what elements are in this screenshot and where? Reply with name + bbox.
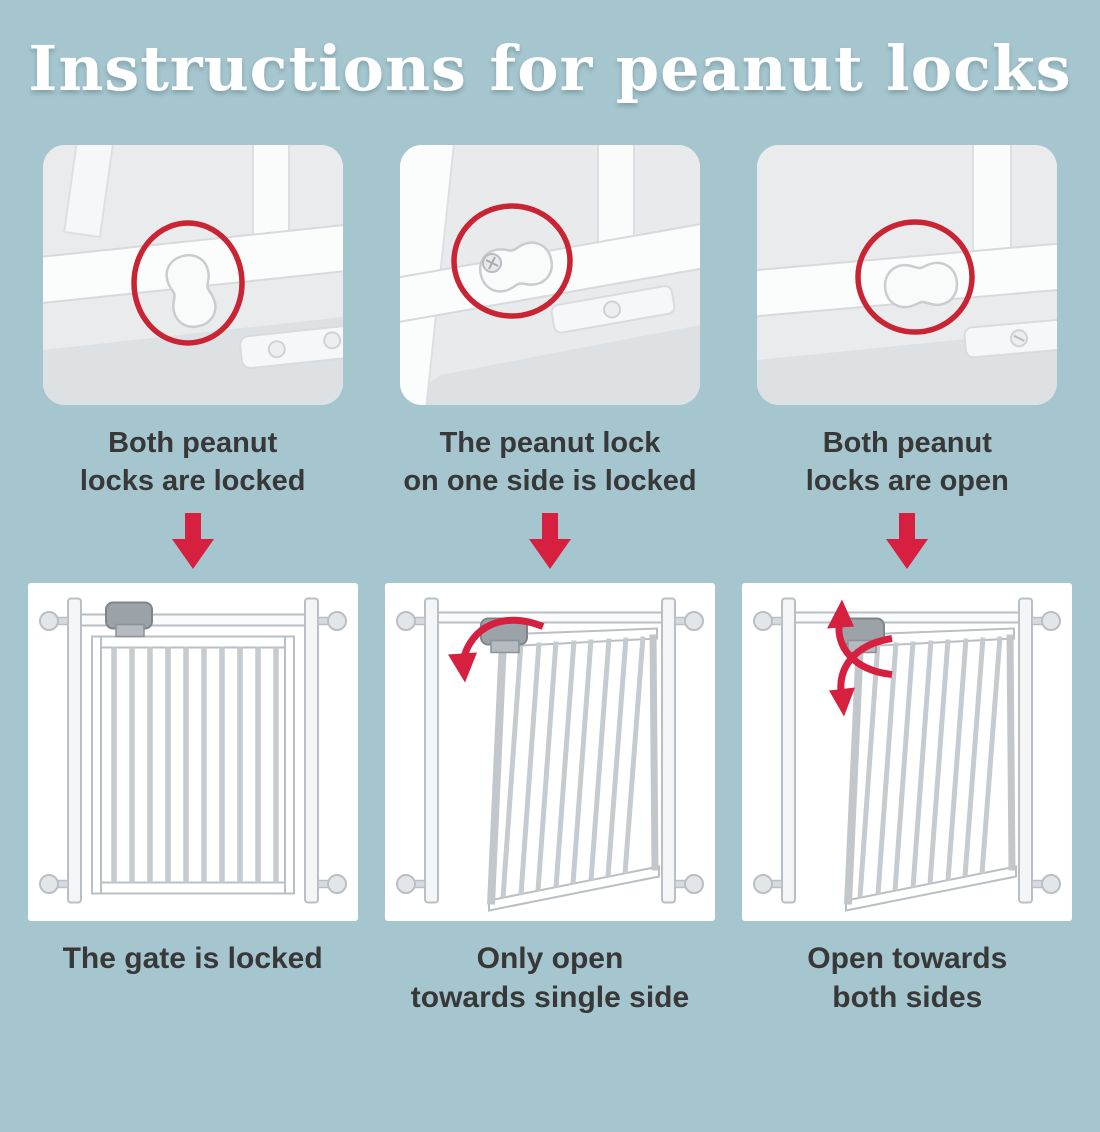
gate-frame bbox=[90, 635, 295, 895]
right-post bbox=[972, 145, 1013, 264]
left-mount-post bbox=[38, 597, 82, 904]
red-circle-annotation-icon bbox=[855, 219, 976, 335]
down-arrow-icon bbox=[884, 513, 930, 571]
caption-line: The peanut lock bbox=[439, 427, 661, 459]
caption-both-open: Both peanut locks are open bbox=[806, 425, 1009, 505]
left-post bbox=[62, 145, 115, 239]
caption-line: on one side is locked bbox=[403, 464, 697, 497]
gate-handle bbox=[104, 601, 153, 638]
caption-line: Both peanut bbox=[822, 427, 992, 459]
page-title: Instructions for peanut locks bbox=[28, 32, 1072, 105]
illustration-gate-locked bbox=[27, 583, 358, 921]
open-gate-panel bbox=[844, 627, 1018, 912]
caption-line: locks are locked bbox=[79, 464, 306, 497]
lock-screw bbox=[481, 253, 502, 273]
caption-line: Open towards bbox=[807, 942, 1008, 975]
photo-one-side-locked-graphic bbox=[399, 145, 700, 405]
mounting-plate bbox=[963, 317, 1058, 359]
photo-one-side-locked bbox=[399, 145, 700, 405]
caption-line: Both peanut bbox=[108, 427, 278, 459]
photo-both-locks-locked bbox=[42, 145, 343, 405]
floor bbox=[399, 325, 700, 405]
caption-open-single: Only open towards single side bbox=[411, 939, 689, 1017]
mounting-plate bbox=[550, 285, 676, 334]
caption-line: locks are open bbox=[805, 464, 1009, 497]
photo-both-open-graphic bbox=[757, 145, 1058, 405]
open-gate-panel bbox=[486, 627, 660, 912]
photo-both-locks-open bbox=[757, 145, 1058, 405]
top-bar bbox=[79, 613, 306, 627]
column-one-side-locked: The peanut lock on one side is locked bbox=[383, 145, 716, 1017]
right-mount-post bbox=[660, 597, 704, 904]
columns-grid: Both peanut locks are locked bbox=[0, 145, 1100, 1017]
gate-bars bbox=[110, 647, 279, 883]
caption-open-both: Open towards both sides bbox=[807, 939, 1007, 1017]
left-mount-post bbox=[395, 597, 439, 904]
down-arrow-icon bbox=[527, 513, 573, 571]
caption-line: The gate is locked bbox=[62, 942, 323, 975]
caption-gate-locked: The gate is locked bbox=[63, 939, 323, 978]
peanut-lock-horizontal bbox=[478, 241, 554, 293]
instruction-sheet: Instructions for peanut locks bbox=[0, 32, 1100, 1017]
caption-one-side-locked: The peanut lock on one side is locked bbox=[403, 425, 696, 505]
caption-line: both sides bbox=[832, 981, 983, 1014]
left-mount-post bbox=[753, 597, 797, 904]
red-circle-annotation-icon bbox=[130, 220, 245, 346]
caption-line: Only open bbox=[476, 942, 624, 975]
caption-line: towards single side bbox=[410, 981, 690, 1014]
red-circle-annotation-icon bbox=[451, 203, 573, 319]
swing-arrow-single-icon bbox=[447, 616, 545, 683]
photo-both-locked-graphic bbox=[42, 145, 343, 405]
column-both-locked: Both peanut locks are locked bbox=[26, 145, 359, 1017]
mounting-plate bbox=[238, 324, 343, 369]
peanut-lock-vertical bbox=[165, 253, 217, 329]
peanut-lock-horizontal bbox=[884, 261, 959, 309]
right-mount-post bbox=[1018, 597, 1062, 904]
illustration-gate-open-single bbox=[384, 583, 715, 921]
top-bar bbox=[436, 611, 663, 624]
top-bar bbox=[794, 611, 1021, 624]
caption-both-locked: Both peanut locks are locked bbox=[80, 425, 306, 505]
down-arrow-icon bbox=[170, 513, 216, 571]
swing-arrow-both-icon bbox=[827, 599, 893, 717]
illustration-gate-open-both bbox=[742, 583, 1073, 921]
right-mount-post bbox=[303, 597, 347, 904]
column-both-open: Both peanut locks are open bbox=[741, 145, 1074, 1017]
